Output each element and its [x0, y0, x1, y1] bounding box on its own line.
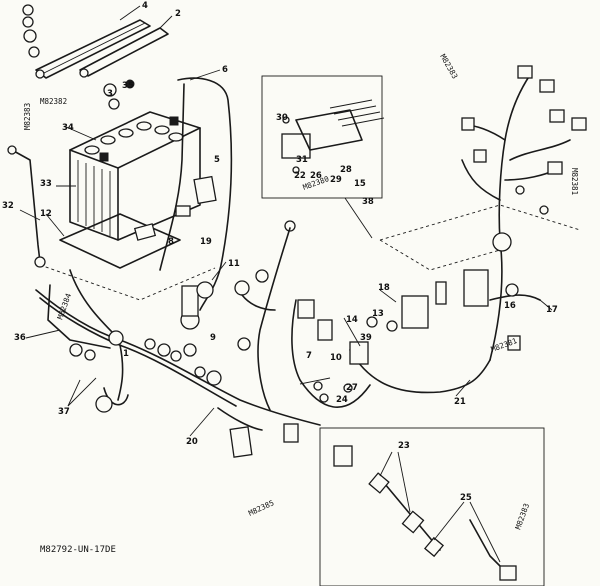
callout-21: 21 — [454, 397, 466, 407]
side-code-7: M82385 — [247, 498, 275, 518]
callout-12: 12 — [40, 209, 52, 219]
callout-22: 22 — [294, 171, 306, 181]
side-code-6: M82381 — [490, 336, 519, 354]
callout-4: 4 — [142, 1, 148, 11]
callout-labels: 1 2 3 4 5 6 7 8 9 10 11 12 13 14 15 16 1… — [2, 1, 558, 503]
battery-cables — [7, 77, 233, 311]
callout-23: 23 — [398, 441, 410, 451]
callout-8: 8 — [168, 237, 174, 247]
callout-17: 17 — [546, 305, 558, 315]
main-harness — [35, 220, 491, 458]
callout-26: 26 — [310, 171, 322, 181]
callout-35: 35 — [122, 81, 134, 91]
side-code-4: M82383 — [438, 53, 459, 81]
callout-32: 32 — [2, 201, 14, 211]
inset-detail-switch — [261, 75, 385, 239]
figure-code: M82792-UN-17DE — [40, 545, 116, 555]
callout-6: 6 — [222, 65, 228, 75]
callout-20: 20 — [186, 437, 198, 447]
callout-28: 28 — [340, 165, 352, 175]
callout-31: 31 — [296, 155, 308, 165]
dash-harness — [379, 65, 587, 361]
callout-24: 24 — [336, 395, 348, 405]
leader-lines — [19, 5, 553, 437]
callout-13: 13 — [372, 309, 384, 319]
callout-11: 11 — [228, 259, 240, 269]
callout-10: 10 — [330, 353, 342, 363]
callout-29: 29 — [330, 175, 342, 185]
callout-9: 9 — [210, 333, 216, 343]
callout-2: 2 — [175, 9, 181, 19]
callout-37: 37 — [58, 407, 70, 417]
side-code-8: M82383 — [513, 502, 531, 531]
inset-detail-connectors — [319, 427, 545, 586]
callout-5: 5 — [214, 155, 220, 165]
callout-18: 18 — [378, 283, 390, 293]
callout-38: 38 — [362, 197, 374, 207]
hold-down-bars — [22, 4, 169, 110]
battery-group — [39, 111, 216, 301]
side-code-2: M82383 — [23, 103, 32, 130]
callout-3: 3 — [107, 89, 113, 99]
callout-33: 33 — [40, 179, 52, 189]
side-code-5: M82381 — [570, 168, 579, 195]
callout-16: 16 — [504, 301, 516, 311]
callout-15: 15 — [354, 179, 366, 189]
callout-1: 1 — [123, 349, 129, 359]
side-code-1: M82382 — [40, 97, 67, 106]
callout-34: 34 — [62, 123, 74, 133]
callout-36: 36 — [14, 333, 26, 343]
callout-14: 14 — [346, 315, 358, 325]
callout-27: 27 — [346, 383, 358, 393]
callout-39: 39 — [360, 333, 372, 343]
callout-25: 25 — [460, 493, 472, 503]
callout-19: 19 — [200, 237, 212, 247]
callout-30: 30 — [276, 113, 288, 123]
callout-7: 7 — [306, 351, 312, 361]
